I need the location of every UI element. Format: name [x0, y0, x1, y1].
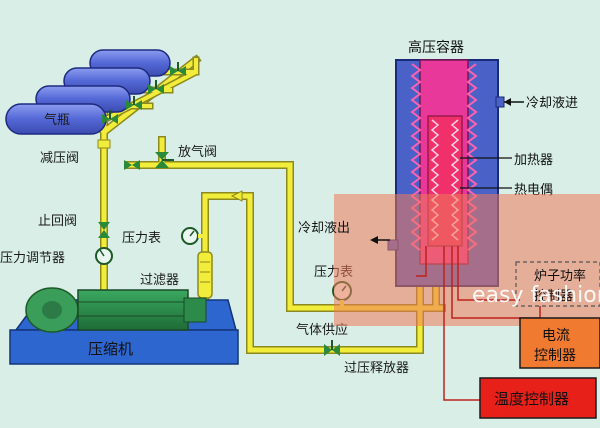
heater-callout: 加热器	[460, 153, 553, 168]
compressor-label: 压缩机	[88, 340, 133, 358]
current-controller: 电流 控制器	[519, 317, 600, 369]
current-controller-line2: 控制器	[534, 348, 576, 364]
pressure-gauge-left: 压力表	[122, 227, 205, 246]
coolant-in-label: 冷却液进	[526, 96, 578, 111]
coolant-in: 冷却液进	[504, 96, 578, 111]
furnace-power-label: 炉子功率	[534, 268, 586, 284]
coolant-out-label: 冷却液出	[298, 221, 350, 236]
highlight-overlay	[334, 194, 600, 326]
watermark-text: easy fashion	[472, 283, 600, 308]
control-wires	[416, 246, 541, 401]
gas-cylinders: 气瓶	[5, 49, 171, 135]
overpressure-release-valve: 过压释放器	[324, 340, 409, 376]
cylinder-valve-3	[126, 96, 142, 110]
vent-valve: 放气阀	[155, 144, 217, 168]
temperature-controller-label: 温度控制器	[494, 390, 569, 408]
pressure-reducing-valve: 减压阀	[40, 139, 111, 166]
filter: 过滤器	[140, 251, 213, 299]
cylinder-valves	[102, 62, 186, 124]
coolant-out: 冷却液出	[298, 221, 390, 244]
filter-label: 过滤器	[140, 273, 179, 288]
furnace-power-controller: 炉子功率 控制器	[515, 261, 600, 307]
compressor: 压缩机	[9, 287, 239, 365]
watermark: easy fashion	[472, 283, 600, 308]
line-valve	[124, 160, 140, 170]
pressure-gauge-left-label: 压力表	[122, 231, 161, 246]
vent-valve-label: 放气阀	[178, 144, 217, 160]
current-controller-line1: 电流	[542, 328, 570, 344]
high-pressure-vessel-label: 高压容器	[408, 39, 464, 56]
cylinder-valve-2	[148, 80, 164, 94]
pressure-reducing-valve-label: 减压阀	[40, 151, 79, 166]
furnace-power-controller-label: 控制器	[534, 289, 573, 304]
heater-label: 加热器	[514, 153, 553, 168]
pressure-regulator-label: 压力调节器	[0, 251, 65, 266]
gas-cylinder-label: 气瓶	[44, 112, 70, 128]
temperature-controller: 温度控制器	[479, 377, 597, 419]
overpressure-release-label: 过压释放器	[344, 361, 409, 376]
cylinder-valve-4	[102, 110, 118, 124]
check-valve: 止回阀	[38, 214, 110, 238]
pressure-regulator: 压力调节器	[0, 247, 113, 266]
cylinder-valve-1	[170, 62, 186, 76]
check-valve-label: 止回阀	[38, 214, 77, 229]
